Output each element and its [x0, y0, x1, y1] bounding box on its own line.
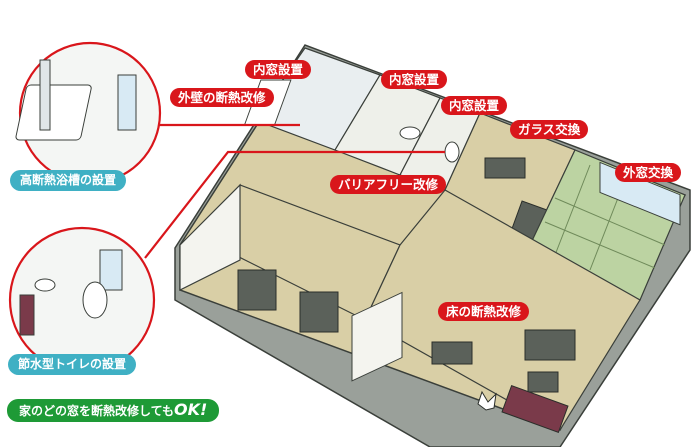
label-glass-exchange: ガラス交換 — [510, 120, 589, 139]
banner-any-window-ok: 家のどの窓を断熱改修してもOK! — [7, 399, 220, 422]
bathtub-magnifier — [15, 41, 162, 185]
sofa-shape-living — [524, 329, 576, 361]
label-outer-window-exchange: 外窓交換 — [615, 163, 682, 182]
tatami-mats — [544, 164, 666, 271]
label-inner-window-1: 内窓設置 — [245, 60, 312, 79]
house-floorplan — [174, 44, 691, 447]
label-inner-window-2: 内窓設置 — [381, 70, 448, 89]
bed-shape-2 — [299, 291, 339, 333]
dining-table-shape — [484, 157, 526, 179]
kitchen-counter-shape — [351, 291, 403, 382]
washbasin-shape — [399, 126, 421, 140]
banner-emphasis: OK! — [174, 400, 208, 419]
label-floor-insulation: 床の断熱改修 — [438, 302, 530, 321]
callout-bathtub: 高断熱浴槽の設置 — [10, 170, 127, 191]
coffee-table-shape — [527, 371, 559, 393]
bed-shape-1 — [237, 269, 277, 311]
tv-stand-shape — [501, 384, 569, 434]
toilet-shape — [444, 141, 460, 163]
bedroom-wall — [179, 183, 241, 291]
banner-text: 家のどの窓を断熱改修しても — [19, 404, 175, 418]
plant-icon — [477, 390, 497, 411]
label-inner-window-3: 内窓設置 — [441, 96, 508, 115]
toilet-magnifier — [8, 226, 156, 374]
pointer-lines — [144, 123, 445, 259]
label-barrier-free: バリアフリー改修 — [330, 175, 447, 194]
pointer-line-toilet — [144, 150, 445, 259]
label-exterior-wall-insulation: 外壁の断熱改修 — [170, 88, 274, 107]
callout-toilet: 節水型トイレの設置 — [8, 354, 137, 375]
living-table-shape — [431, 341, 473, 365]
